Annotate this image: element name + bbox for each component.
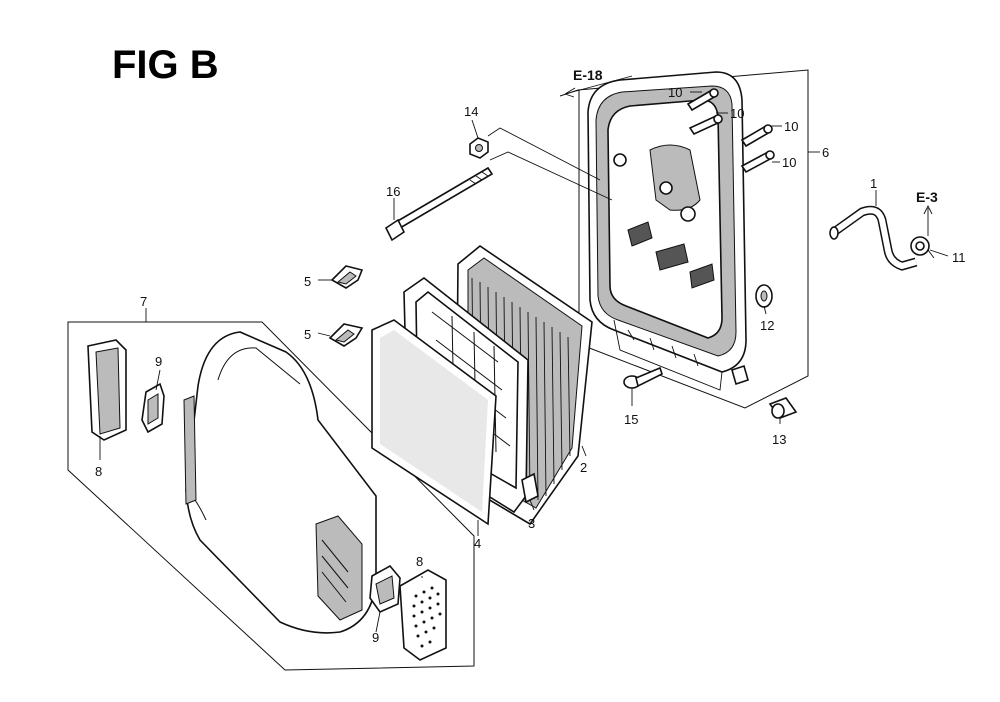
label-part-13: 13 <box>772 432 786 447</box>
hinge-9-lower <box>369 564 401 613</box>
label-part-10-a: 10 <box>668 85 682 100</box>
cover-assembly-outline <box>67 321 475 671</box>
leader-14 <box>487 127 601 181</box>
label-part-5-lower: 5 <box>304 327 311 342</box>
hinge-9-upper <box>141 382 165 434</box>
ref-e18: E-18 <box>573 67 603 83</box>
stud-10-b <box>688 114 723 136</box>
label-part-16: 16 <box>386 184 400 199</box>
nut <box>469 137 489 159</box>
air-cleaner-case <box>587 71 749 391</box>
clip-5-lower <box>328 323 364 347</box>
long-stud-bolt <box>384 166 494 242</box>
label-part-9-upper: 9 <box>155 354 162 369</box>
ref-e3: E-3 <box>916 189 938 205</box>
label-part-8-upper: 8 <box>95 464 102 479</box>
stud-10-a <box>686 88 719 112</box>
grommet <box>755 284 773 308</box>
figure-title: FIG B <box>112 43 219 87</box>
leader-16 <box>489 151 613 201</box>
air-cleaner-cover <box>183 331 377 634</box>
stud-10-c <box>740 124 773 148</box>
leader-lines <box>99 91 949 633</box>
cover-latch-8-lower <box>399 569 447 661</box>
label-part-10-b: 10 <box>730 106 744 121</box>
flange-bolt <box>623 366 663 389</box>
label-part-11: 11 <box>952 250 966 265</box>
breather-tube <box>831 205 918 271</box>
label-part-6: 6 <box>822 145 829 160</box>
label-part-7: 7 <box>140 294 147 309</box>
label-part-4: 4 <box>474 536 481 551</box>
ref-e3-arrow <box>923 204 933 236</box>
hose-clip <box>910 236 935 259</box>
label-part-3: 3 <box>528 516 535 531</box>
label-part-14: 14 <box>464 104 478 119</box>
foam-prefilter <box>371 319 497 526</box>
label-part-10-d: 10 <box>782 155 796 170</box>
label-part-8-lower: 8 <box>416 554 423 569</box>
label-part-5-upper: 5 <box>304 274 311 289</box>
clip-5-upper <box>330 265 364 289</box>
label-part-10-c: 10 <box>784 119 798 134</box>
label-part-12: 12 <box>760 318 774 333</box>
label-part-2: 2 <box>580 460 587 475</box>
label-part-9-lower: 9 <box>372 630 379 645</box>
label-part-1: 1 <box>870 176 877 191</box>
label-part-15: 15 <box>624 412 638 427</box>
stud-10-d <box>740 150 775 174</box>
cover-latch-8-upper <box>87 339 127 441</box>
drain-cap <box>768 397 798 419</box>
